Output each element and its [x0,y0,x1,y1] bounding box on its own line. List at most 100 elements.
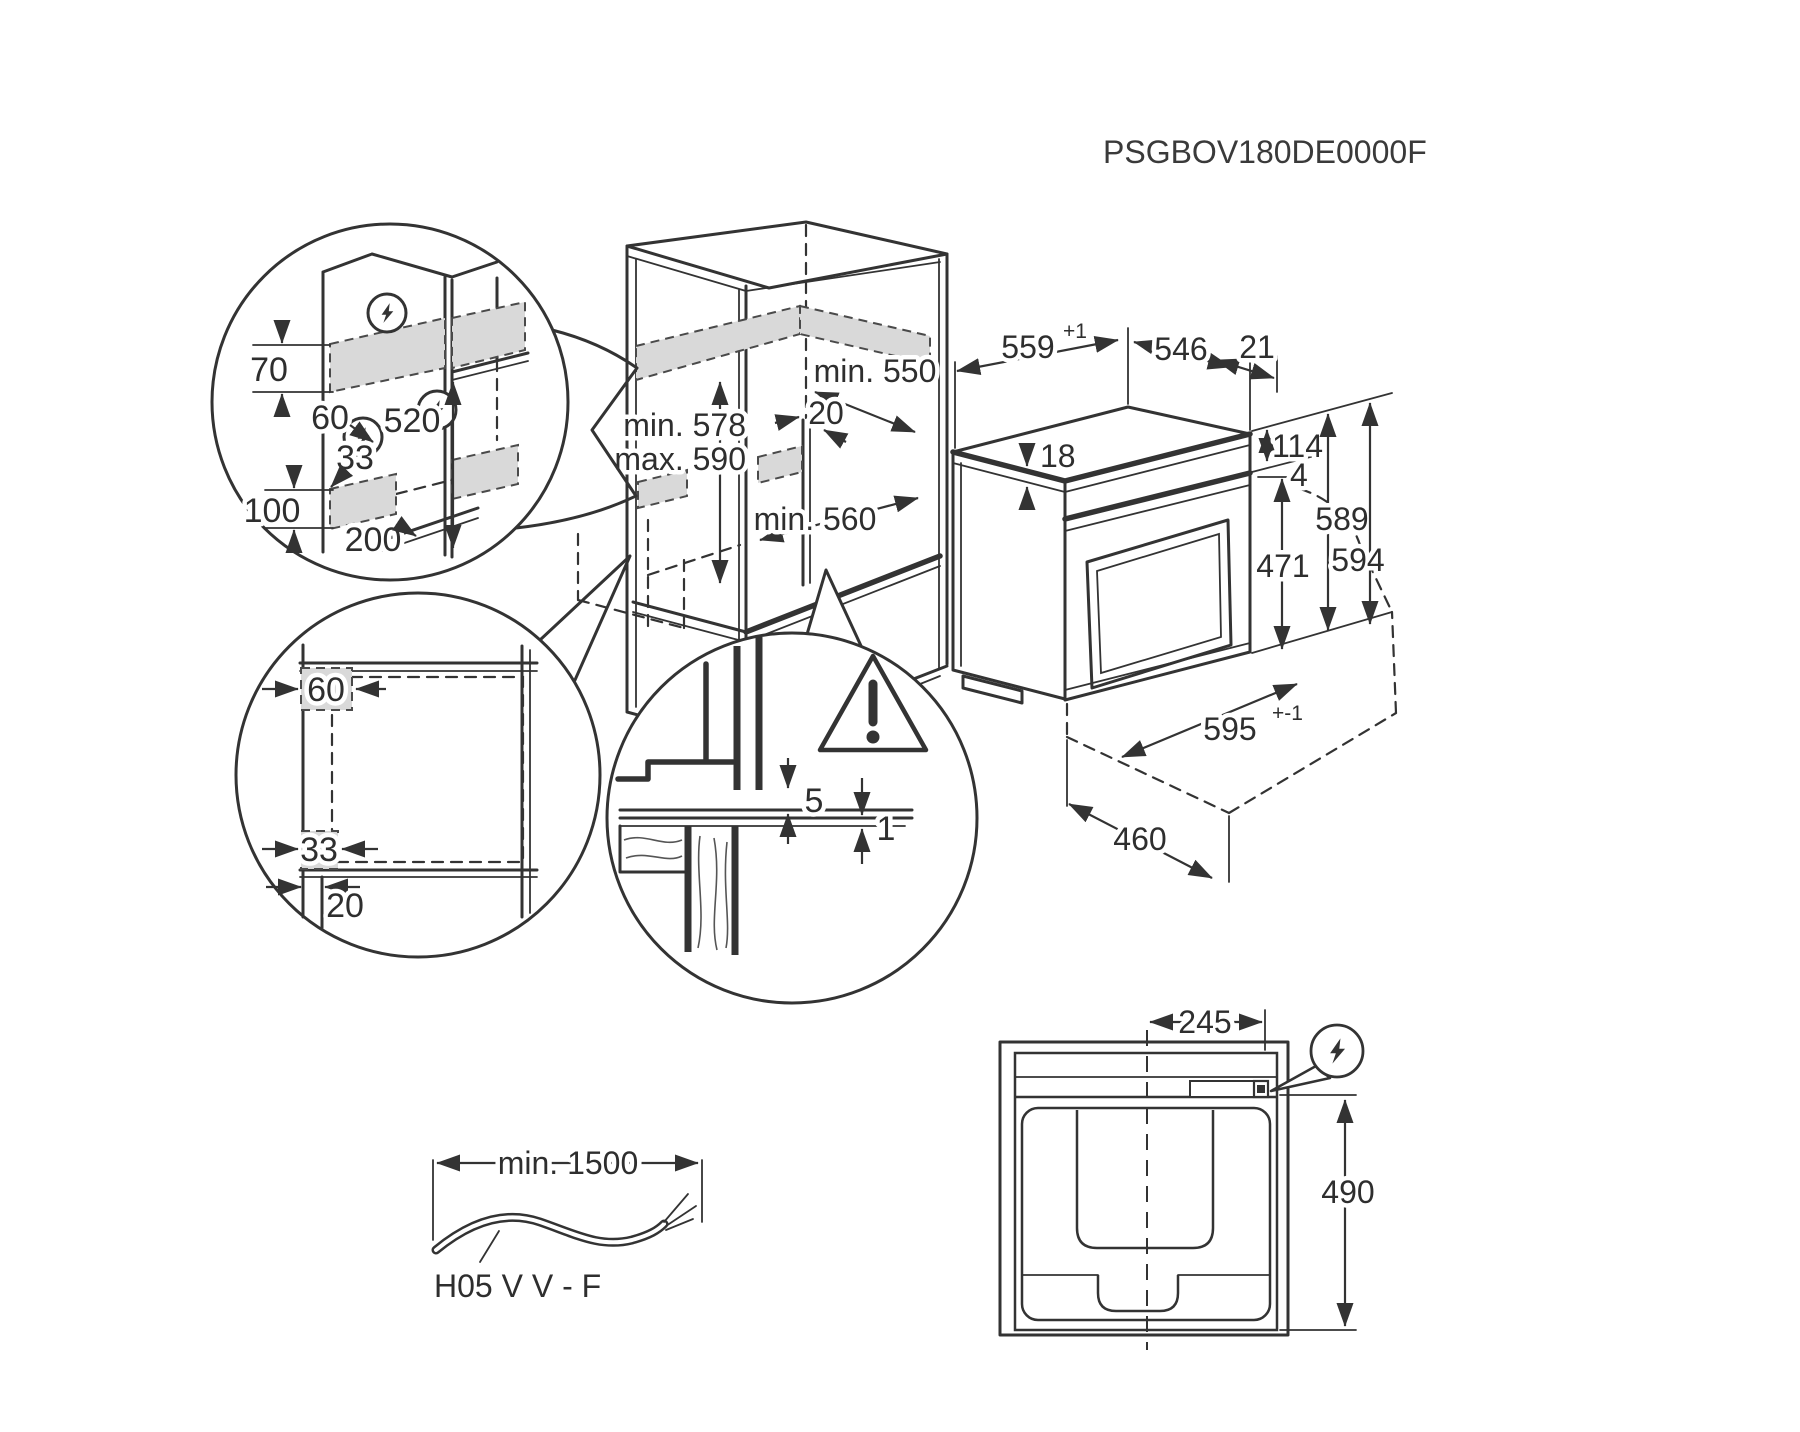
power-cord-view: min. 1500 H05 V V - F [430,1141,703,1309]
cord-leader-line [479,1230,500,1263]
dim-arrow-front-width [1121,682,1298,759]
warning-icon [817,653,929,753]
d3-dimensions: 5 1 [779,758,900,864]
detail-circle-front [234,591,602,959]
dim-label-body-depth: 546 [1154,331,1207,367]
d2-zone-33 [300,830,339,870]
dim-arrow-rear-clearance [1215,358,1275,380]
oven-door-window-inner [1096,532,1222,675]
dim-label-front-height: 594 [1331,542,1384,578]
d2-zone-60 [300,667,353,711]
dim-arrow-body-depth [1133,339,1232,370]
cord-wire-ends [663,1193,697,1231]
d1-arrow-60 [349,421,374,443]
tv-ext-490 [1279,1094,1357,1331]
cord-cable-core [434,1215,666,1252]
cord-length-label: min. 1500 [498,1145,639,1181]
oven-dimensions-top: 559 +1 546 21 18 [954,317,1279,511]
d1-upper-zone [329,316,446,394]
d1-label-60: 60 [311,399,349,437]
dim-label-door-height: 471 [1256,548,1309,584]
d2-dashed-niche [330,675,525,864]
tv-label-490: 490 [1321,1174,1374,1210]
dim-label-niche-height-min: min. 578 [623,407,746,443]
rear-gap-detail: 5 1 [605,631,979,1005]
oven-body-outline [951,432,1252,702]
cabinet-upper-connection-zone-right [799,304,931,366]
cabinet-outline [625,244,949,746]
tv-outer-frame [998,1040,1290,1337]
cord-type-label: H05 V V - F [434,1268,601,1304]
dim-label-front-width: 595 [1203,711,1256,747]
tv-fan-notch [1096,1275,1180,1313]
d3-label-5: 5 [805,782,824,820]
lightning-bolt-icon [381,303,394,323]
dim-label-rear-clearance: 21 [1239,329,1275,365]
dim-label-rear-gap: 20 [808,395,844,431]
dim-arrow-depth-min [814,390,916,434]
cabinet-floor-edge [743,553,943,635]
dim-arrow-top-depth [956,335,1119,376]
oven-top-front-edges [950,431,1253,484]
d2-label-60: 60 [307,671,345,709]
oven-control-panel-band [1062,470,1253,522]
dim-label-front-top: 114 [1272,428,1323,464]
d1-label-70: 70 [250,351,288,389]
d2-dimensions: 60 33 20 [262,667,386,930]
cabinet-rear-connection-zone [757,444,803,485]
cabinet-projection-dashes [576,532,686,630]
d3-panel-bars [684,637,763,955]
d1-dashes [394,358,499,496]
d1-arrow-33 [330,464,354,488]
d1-lower-zone [329,472,397,531]
dim-label-door-open-depth: 460 [1113,821,1166,857]
model-code-title: PSGBOV180DE0000F [1103,134,1427,170]
cabinet-top-inner-edges [626,255,941,292]
cabinet-view: min. 550 20 min. 578 max. 590 min. 560 [576,220,949,755]
oven-body-thin [960,462,1251,691]
tv-label-245: 245 [1178,1004,1231,1040]
tv-inner-tub [1075,1110,1215,1250]
dim-label-door-gap: 4 [1290,457,1308,493]
d1-label-200: 200 [345,521,402,559]
callout-wedge-front [538,554,632,682]
d1-arrow-200 [391,516,417,537]
dim-label-depth-min: min. 550 [814,353,937,389]
d1-label-100: 100 [244,492,301,530]
dim-label-top-depth: 559 [1001,329,1054,365]
cabinet-outline-thin [635,258,941,755]
dim-arrow-rear-gap-b [823,429,849,449]
oven-floor-projection [1065,487,1398,815]
dim-label-niche-height-max: max. 590 [614,441,746,477]
d3-wood-block-left [618,824,688,874]
dim-arrow-niche-width [759,495,919,543]
d1-label-33: 33 [336,439,374,477]
cabinet-side-connection-zone [637,468,688,510]
oven-foot [961,674,1024,705]
cabinet-dimensions: min. 550 20 min. 578 max. 590 min. 560 [610,349,941,584]
d1-ref-lines [252,344,334,529]
tv-electrical-balloon [1269,1023,1365,1093]
dim-label-body-height: 589 [1315,501,1368,537]
tv-dimensions: 245 490 [1149,1000,1379,1331]
dim-ext-lines-top [954,327,1278,449]
dim-arrow-door-open-depth [1068,803,1213,879]
front-zones-detail: 60 33 20 [234,591,602,959]
oven-top-inner-edges [952,444,1251,493]
cord-cable-outer [431,1212,669,1255]
callout-wedge-electrical [514,328,639,530]
dim-ext-lines-floor [1066,739,1230,883]
lightning-bolt-icon [431,400,444,420]
oven-door-window [1085,518,1233,690]
dim-label-top-edge: 18 [1040,438,1076,474]
dim-label-top-depth-sup: +1 [1063,320,1087,343]
d3-wood-grain-lower [697,835,729,951]
tv-connection-terminal [1257,1085,1265,1093]
d2-label-20: 20 [326,887,364,925]
electrical-zones-detail: 70 60 520 33 100 200 [210,222,570,582]
cabinet-top-face [625,220,949,290]
oven-top-view: 245 490 [998,1000,1379,1350]
cabinet-floor-front-edge [631,600,748,634]
oven-dimensions-bottom: 595 +-1 460 [1066,682,1306,883]
